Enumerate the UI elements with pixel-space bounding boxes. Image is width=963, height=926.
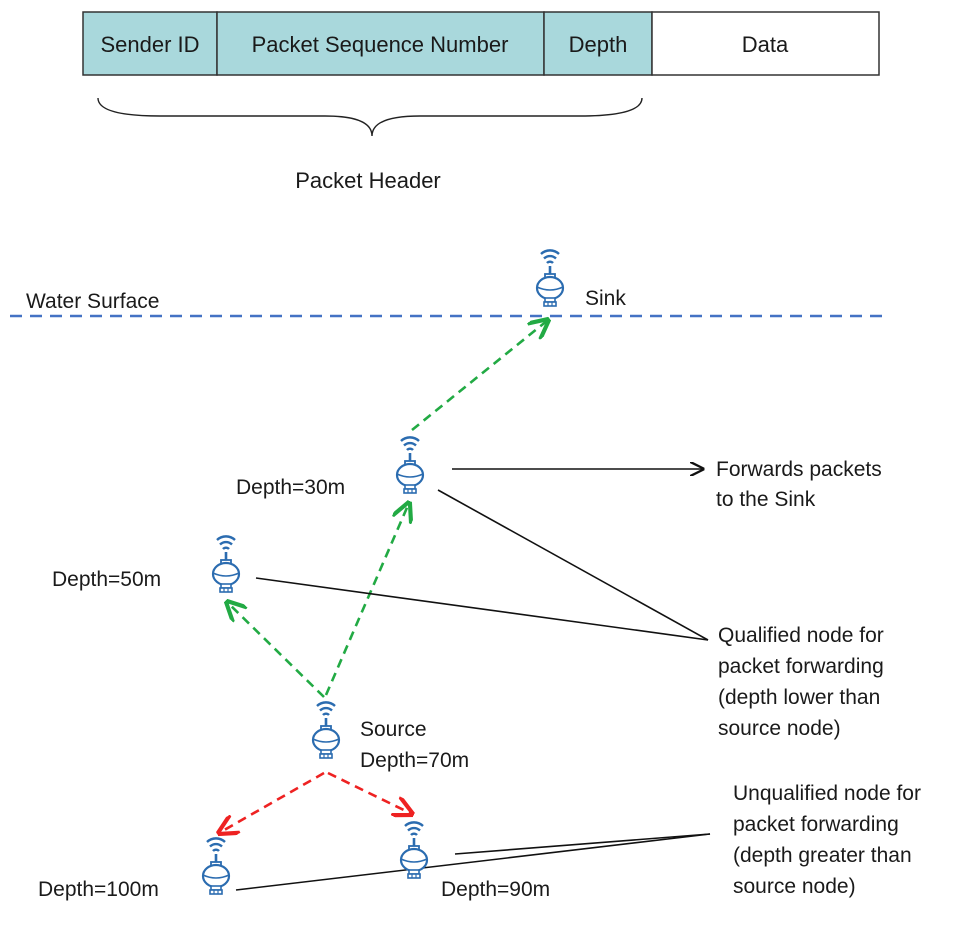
field-sequence-number: Packet Sequence Number [216,11,545,76]
sink-node [535,249,565,308]
field-depth-label: Depth [569,32,628,57]
red-route-arrows [219,771,412,833]
sensor-node-icon [311,701,341,760]
node-depth-50-label: Depth=50m [52,568,161,591]
node-depth-90-label: Depth=90m [441,878,550,901]
qualified-line-4: source node) [718,717,841,740]
source-node [311,701,341,760]
sensor-node-icon [535,249,565,308]
packet-header-label: Packet Header [295,168,441,193]
packet-format: Sender ID Packet Sequence Number Depth D… [82,11,880,193]
forwards-line-2: to the Sink [716,488,816,511]
qualified-line-3: (depth lower than [718,686,880,709]
node-depth-30-label: Depth=30m [236,476,345,499]
field-depth: Depth [543,11,653,76]
annotation-lines [235,469,711,891]
green-route-arrows [227,320,548,698]
field-sender-id: Sender ID [82,11,218,76]
field-sequence-number-label: Packet Sequence Number [252,32,509,57]
sensor-node-icon [201,837,231,896]
unqualified-line-3: (depth greater than [733,844,912,867]
source-depth-label: Depth=70m [360,749,469,772]
unqualified-line-1: Unqualified node for [733,782,921,805]
forwards-line-1: Forwards packets [716,458,882,481]
node-depth-50 [211,535,241,594]
node-depth-100 [201,837,231,896]
sensor-node-icon [395,436,425,495]
unqualified-line-2: packet forwarding [733,813,899,836]
water-surface-label: Water Surface [26,290,159,313]
node-depth-30 [395,436,425,495]
field-sender-id-label: Sender ID [100,32,199,57]
qualified-line-1: Qualified node for [718,624,884,647]
sensor-node-icon [211,535,241,594]
sink-label: Sink [585,287,626,310]
qualified-annotation: Qualified node for packet forwarding (de… [718,624,884,740]
node-depth-100-label: Depth=100m [38,878,159,901]
source-label: Source [360,718,427,741]
header-brace [97,97,643,137]
unqualified-annotation: Unqualified node for packet forwarding (… [733,782,921,898]
qualified-line-2: packet forwarding [718,655,884,678]
field-data: Data [651,11,880,76]
forwards-annotation: Forwards packets to the Sink [716,458,882,511]
field-data-label: Data [742,32,789,57]
unqualified-line-4: source node) [733,875,856,898]
